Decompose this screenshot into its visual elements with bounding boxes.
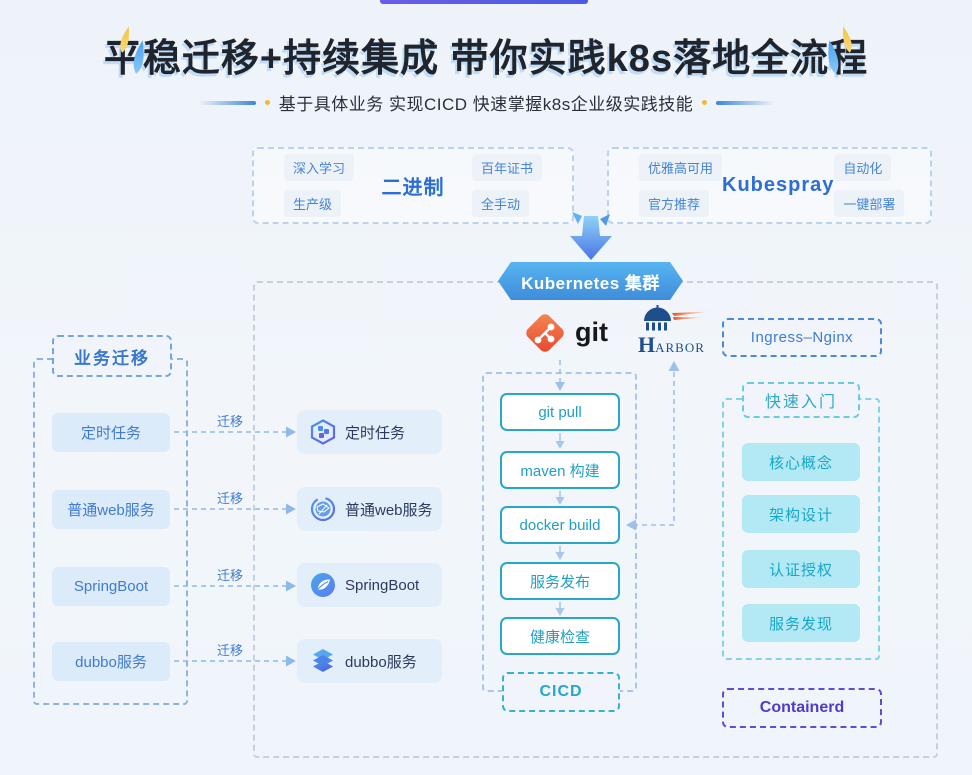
binary-right-tags: 百年证书 全手动: [471, 154, 542, 217]
quickstart-item-core-concepts: 核心概念: [742, 443, 860, 481]
left-spark-icon: [120, 26, 144, 74]
tag: 全手动: [471, 190, 529, 217]
right-spark-icon: [828, 26, 852, 74]
page-subtitle: 基于具体业务 实现CICD 快速掌握k8s企业级实践技能: [278, 95, 694, 114]
quickstart-item-service-discovery: 服务发现: [742, 604, 860, 642]
tag: 生产级: [284, 190, 342, 217]
migration-target-springboot: SpringBoot: [297, 563, 442, 607]
layers-icon: [313, 649, 333, 672]
harbor-icon: [644, 305, 710, 331]
binary-left-tags: 深入学习 生产级: [284, 154, 355, 217]
kubernetes-cluster-banner: Kubernetes 集群: [498, 262, 683, 300]
harbor-rest: ARBOR: [655, 340, 705, 355]
subtitle-row: 基于具体业务 实现CICD 快速掌握k8s企业级实践技能: [0, 90, 972, 115]
tag: 优雅高可用: [639, 154, 723, 181]
migration-target-label: dubbo服务: [345, 653, 417, 671]
tag: 官方推荐: [639, 190, 710, 217]
migration-source-timed-task: 定时任务: [52, 413, 170, 452]
harbor-initial: H: [638, 332, 656, 357]
binary-method-card: 深入学习 生产级 二进制 百年证书 全手动: [252, 147, 574, 224]
down-arrow-icon: [570, 212, 612, 260]
globe-icon: [310, 496, 336, 522]
migration-source-web-service: 普通web服务: [52, 490, 170, 529]
subtitle-left-dot: [264, 100, 270, 105]
migration-target-label: SpringBoot: [345, 576, 420, 594]
subtitle-right-dot: [702, 100, 708, 105]
migration-target-timed-task: 定时任务: [297, 410, 442, 454]
migration-group-title: 业务迁移: [52, 335, 172, 377]
migration-arrow-label: 迁移: [216, 491, 243, 506]
harbor-logo-label: HARBOR: [638, 332, 705, 358]
subtitle-right-line: [716, 100, 775, 105]
spring-leaf-icon: [311, 573, 335, 597]
cicd-group-title: CICD: [502, 672, 620, 712]
tag: 一键部署: [834, 190, 905, 217]
containerd-card: Containerd: [722, 688, 882, 728]
migration-source-dubbo: dubbo服务: [52, 642, 170, 681]
ingress-nginx-card: Ingress–Nginx: [722, 318, 882, 357]
kubespray-right-tags: 自动化 一键部署: [834, 154, 905, 217]
tag: 百年证书: [471, 154, 542, 181]
quickstart-item-auth: 认证授权: [742, 550, 860, 588]
quickstart-group-title: 快速入门: [742, 382, 860, 418]
pipeline-step-health-check: 健康检查: [500, 617, 620, 655]
migration-target-label: 普通web服务: [345, 501, 433, 519]
pipeline-step-maven-build: maven 构建: [500, 451, 620, 489]
kubespray-method-title: Kubespray: [722, 174, 835, 196]
migration-arrow-label: 迁移: [216, 414, 243, 429]
git-logo-label: git: [575, 317, 608, 347]
page-title: 平稳迁移+持续集成 带你实践k8s落地全流程: [103, 38, 869, 80]
migration-arrow-label: 迁移: [216, 568, 243, 583]
kubespray-method-card: 优雅高可用 官方推荐 Kubespray 自动化 一键部署: [607, 147, 932, 224]
migration-target-web-service: 普通web服务: [297, 487, 442, 531]
migration-target-label: 定时任务: [345, 424, 406, 442]
binary-method-title: 二进制: [381, 177, 445, 199]
tag: 自动化: [834, 154, 892, 181]
subtitle-left-line: [197, 100, 256, 105]
tag: 深入学习: [284, 154, 355, 181]
git-icon: [526, 314, 564, 352]
quickstart-item-architecture: 架构设计: [742, 495, 860, 533]
top-accent-bar: [380, 0, 588, 4]
migration-source-springboot: SpringBoot: [52, 567, 170, 606]
migration-target-dubbo: dubbo服务: [297, 639, 442, 683]
kubespray-left-tags: 优雅高可用 官方推荐: [639, 154, 723, 217]
hexagon-cube-icon: [310, 419, 336, 445]
pipeline-step-deploy: 服务发布: [500, 562, 620, 600]
pipeline-step-docker-build: docker build: [500, 506, 620, 544]
pipeline-step-git-pull: git pull: [500, 393, 620, 431]
migration-arrow-label: 迁移: [216, 643, 243, 658]
